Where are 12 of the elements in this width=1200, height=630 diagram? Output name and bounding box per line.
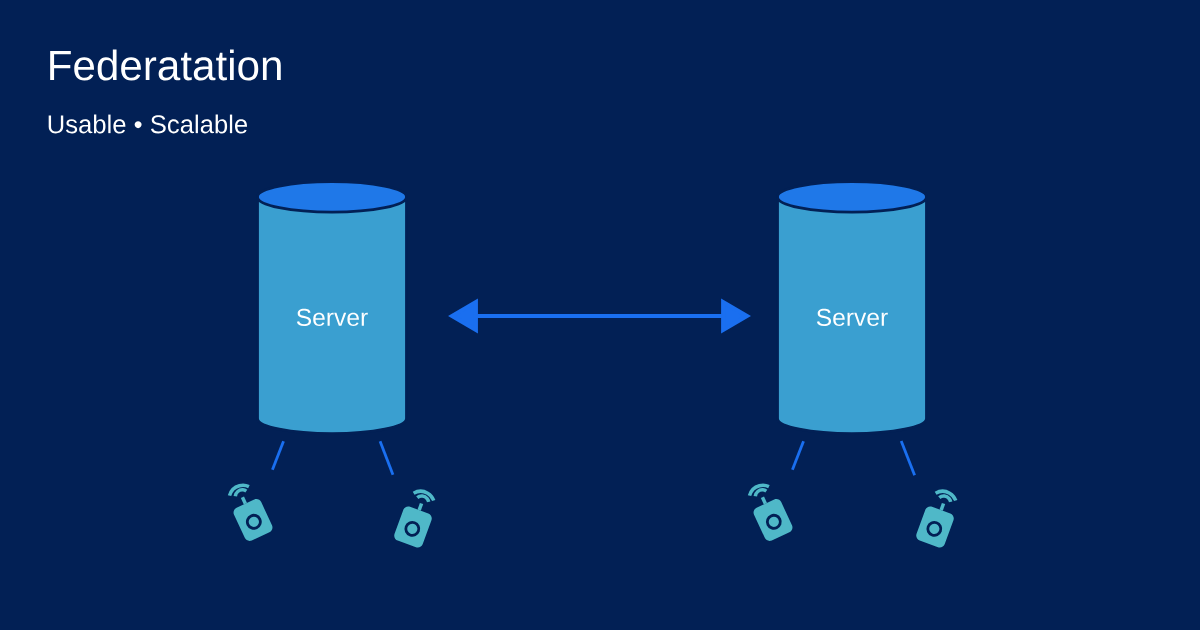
device-icon (227, 483, 273, 541)
server-cylinder: Server (776, 180, 928, 436)
device-icon (394, 489, 436, 548)
title: Federatation (50, 49, 281, 81)
device-icon (916, 489, 958, 548)
device-icon (747, 483, 793, 541)
connector-line (378, 440, 395, 476)
connector-line (899, 440, 916, 476)
subtitle: Usable • Scalable (48, 114, 247, 134)
connector-line (791, 440, 805, 471)
connector-line (271, 440, 285, 471)
server-cylinder: Server (256, 180, 408, 436)
